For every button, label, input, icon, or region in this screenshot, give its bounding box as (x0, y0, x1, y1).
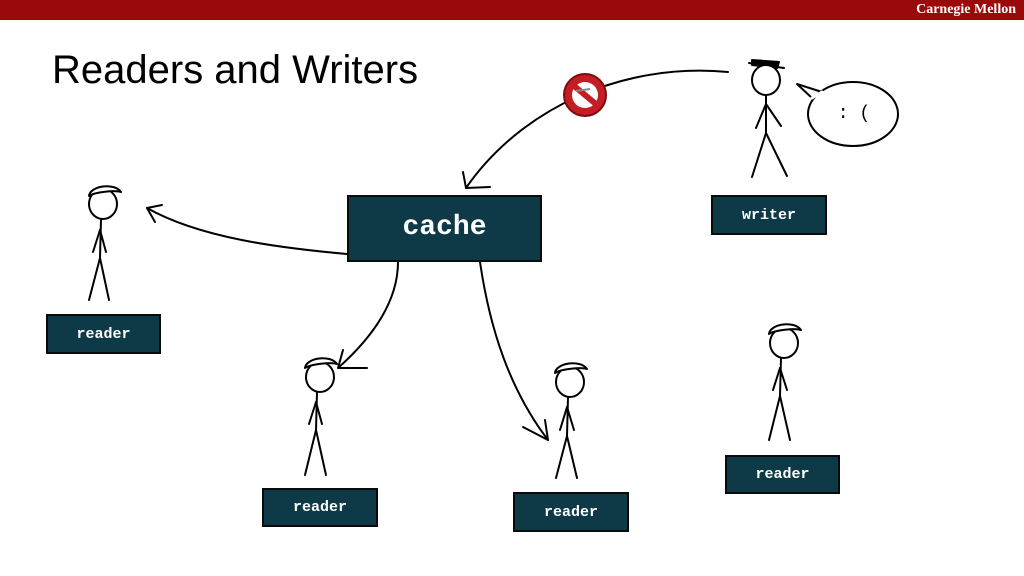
reader-label-3: reader (513, 492, 629, 532)
no-entry-icon (564, 74, 606, 116)
arrow-cache-to-reader-1 (147, 205, 347, 254)
reader-figure-4 (769, 324, 801, 440)
writer-figure (749, 60, 787, 177)
reader-figure-3 (555, 363, 587, 478)
reader-figure-2 (305, 358, 337, 475)
writer-label: writer (711, 195, 827, 235)
reader-label-1: reader (46, 314, 161, 354)
reader-label-2: reader (262, 488, 378, 527)
arrow-cache-to-reader-2 (338, 262, 398, 368)
cache-box: cache (347, 195, 542, 262)
reader-label-4: reader (725, 455, 840, 494)
speech-bubble-text: : ( (810, 100, 898, 128)
arrow-cache-to-reader-3 (480, 262, 548, 440)
reader-figure-1 (89, 186, 121, 300)
